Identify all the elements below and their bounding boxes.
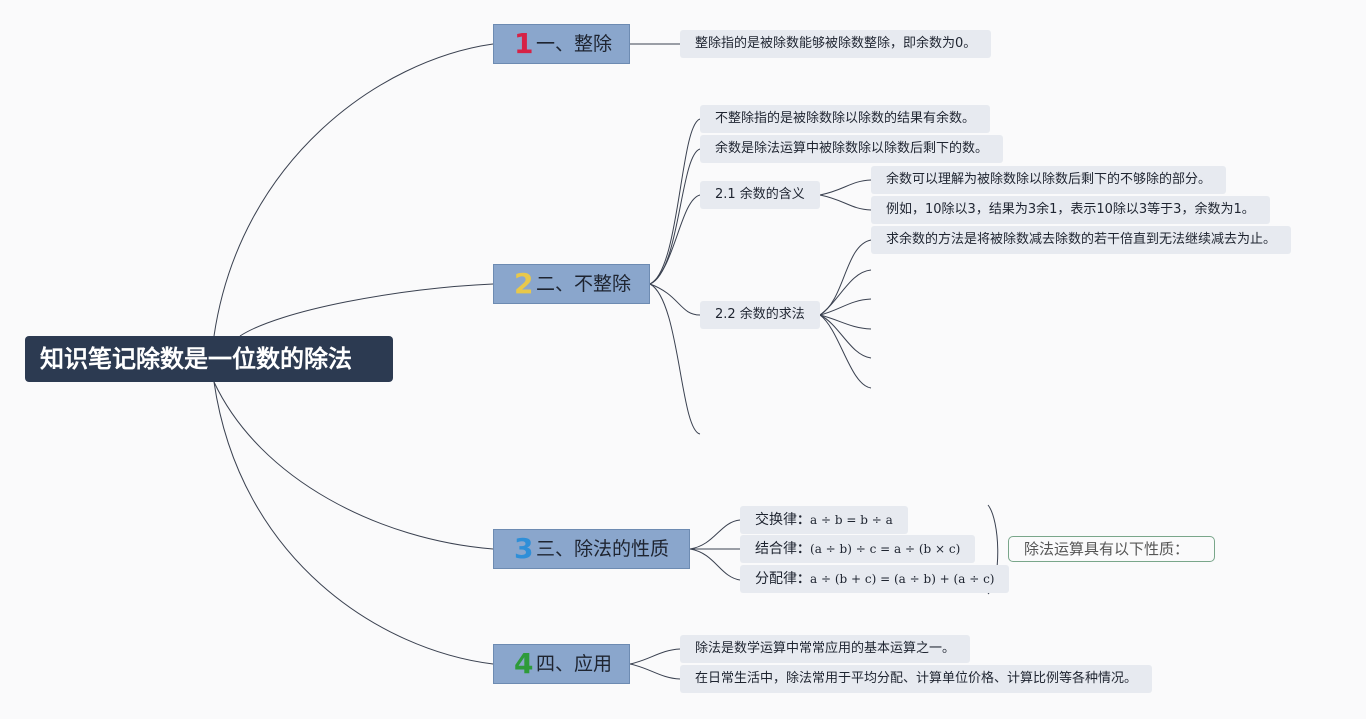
property-item-3[interactable]: 分配律：a ÷ (b + c) = (a ÷ b) + (a ÷ c) xyxy=(740,565,1010,593)
topic2-leaf-2[interactable]: 余数是除法运算中被除数除以除数后剩下的数。 xyxy=(700,135,1004,163)
topic4-leaf-1[interactable]: 除法是数学运算中常常应用的基本运算之一。 xyxy=(680,635,971,663)
property-name: 分配律 xyxy=(755,571,797,587)
topic-label-3: 三、除法的性质 xyxy=(536,538,670,560)
subtopic-2-1-leaf-1[interactable]: 余数可以理解为被除数除以除数后剩下的不够除的部分。 xyxy=(871,166,1227,194)
property-name: 交换律 xyxy=(755,512,797,528)
connector-root-topic4 xyxy=(213,381,494,665)
property-item-2[interactable]: 结合律：(a ÷ b) ÷ c = a ÷ (b × c) xyxy=(740,535,976,563)
property-colon: ： xyxy=(797,542,811,557)
topic-label-2: 二、不整除 xyxy=(536,273,632,295)
root-topic-label: 知识笔记除数是一位数的除法 xyxy=(40,345,352,373)
connector-root-topic2 xyxy=(239,283,494,337)
subtopic-label: 2.2 余数的求法 xyxy=(715,307,805,322)
property-formula: a ÷ (b + c) = (a ÷ b) + (a ÷ c) xyxy=(810,572,995,586)
leaf-text: 整除指的是被除数能够被除数整除，即余数为0。 xyxy=(695,36,977,51)
property-name: 结合律 xyxy=(755,541,797,557)
topic-label-4: 四、应用 xyxy=(536,653,613,675)
topic2-leaf-1[interactable]: 不整除指的是被除数除以除数的结果有余数。 xyxy=(700,105,991,133)
topic4-leaf-2[interactable]: 在日常生活中，除法常用于平均分配、计算单位价格、计算比例等各种情况。 xyxy=(680,665,1153,693)
leaf-text: 求余数的方法是将被除数减去除数的若干倍直到无法继续减去为止。 xyxy=(886,232,1277,247)
summary-text: 除法运算具有以下性质： xyxy=(1024,540,1190,558)
leaf-text: 在日常生活中，除法常用于平均分配、计算单位价格、计算比例等各种情况。 xyxy=(695,671,1138,686)
topic-number-1: 1 xyxy=(514,27,534,60)
leaf-text: 不整除指的是被除数除以除数的结果有余数。 xyxy=(715,111,976,126)
root-topic[interactable]: 知识笔记除数是一位数的除法 xyxy=(25,336,393,382)
topic-label-1: 一、整除 xyxy=(536,33,613,55)
subtopic-2-1-leaf-2[interactable]: 例如，10除以3，结果为3余1，表示10除以3等于3，余数为1。 xyxy=(871,196,1270,224)
subtopic-2-2[interactable]: 2.2 余数的求法 xyxy=(700,301,820,329)
leaf-text: 余数可以理解为被除数除以除数后剩下的不够除的部分。 xyxy=(886,172,1212,187)
connector-root-topic3 xyxy=(213,381,494,550)
topic-number-4: 4 xyxy=(514,647,534,680)
topic1-leaf[interactable]: 整除指的是被除数能够被除数整除，即余数为0。 xyxy=(680,30,992,58)
subtopic-label: 2.1 余数的含义 xyxy=(715,187,805,202)
connector-root-topic1 xyxy=(213,43,494,337)
property-colon: ： xyxy=(797,513,811,528)
property-colon: ： xyxy=(797,572,811,587)
leaf-text: 余数是除法运算中被除数除以除数后剩下的数。 xyxy=(715,141,989,156)
leaf-text: 除法是数学运算中常常应用的基本运算之一。 xyxy=(695,641,956,656)
property-formula: a ÷ b = b ÷ a xyxy=(810,513,893,527)
property-formula: (a ÷ b) ÷ c = a ÷ (b × c) xyxy=(810,542,961,556)
summary-box[interactable]: 除法运算具有以下性质： xyxy=(1008,536,1215,562)
topic-number-3: 3 xyxy=(514,532,534,565)
subtopic-2-1[interactable]: 2.1 余数的含义 xyxy=(700,181,820,209)
leaf-text: 例如，10除以3，结果为3余1，表示10除以3等于3，余数为1。 xyxy=(886,202,1255,217)
property-item-1[interactable]: 交换律：a ÷ b = b ÷ a xyxy=(740,506,908,534)
subtopic-2-2-leaf-1[interactable]: 求余数的方法是将被除数减去除数的若干倍直到无法继续减去为止。 xyxy=(871,226,1292,254)
topic-number-2: 2 xyxy=(514,267,534,300)
